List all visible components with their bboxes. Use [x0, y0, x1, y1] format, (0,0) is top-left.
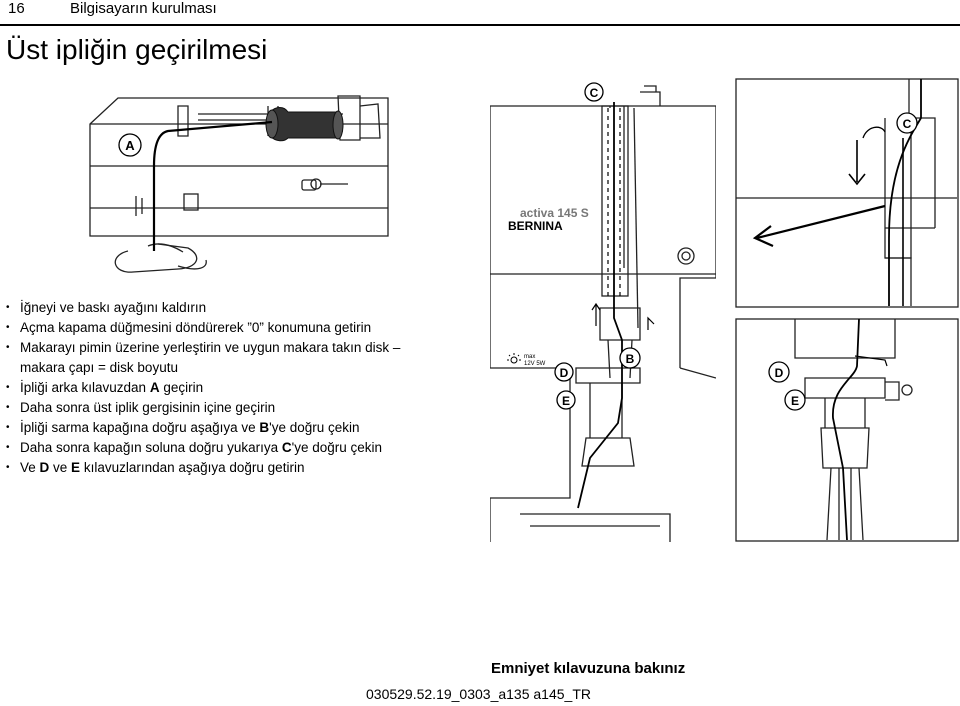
- step-text: makara çapı = disk boyutu: [20, 360, 178, 375]
- detail-label-e: E: [791, 394, 799, 408]
- label-d: D: [560, 366, 569, 380]
- step-item: İğneyi ve baskı ayağını kaldırın: [6, 298, 400, 318]
- step-text: Daha sonra kapağın soluna doğru yukarıya: [20, 440, 282, 455]
- running-title: Bilgisayarın kurulması: [70, 0, 217, 17]
- instruction-list: İğneyi ve baskı ayağını kaldırın Açma ka…: [6, 298, 400, 478]
- step-text: 'ye doğru çekin: [269, 420, 360, 435]
- step-text: kılavuzlarından aşağıya doğru getirin: [80, 460, 305, 475]
- label-e: E: [562, 394, 570, 408]
- label-a: A: [125, 138, 135, 153]
- step-item-continuation: makara çapı = disk boyutu: [6, 358, 400, 378]
- step-text: İğneyi ve baskı ayağını kaldırın: [20, 300, 207, 315]
- step-key-label: D: [39, 460, 50, 475]
- lamp-spec-power: 12V 5W: [524, 361, 546, 367]
- brand-name: BERNINA: [508, 219, 563, 233]
- step-key-label: E: [71, 460, 81, 475]
- step-text: Açma kapama düğmesini döndürerek ”0” kon…: [20, 320, 372, 335]
- step-key-label: A: [149, 380, 160, 395]
- step-item: Makarayı pimin üzerine yerleştirin ve uy…: [6, 338, 400, 358]
- step-text: 'ye doğru çekin: [291, 440, 383, 455]
- step-item: Daha sonra üst iplik gergisinin içine ge…: [6, 398, 400, 418]
- header-rule: [0, 24, 960, 26]
- detail-label-d: D: [775, 366, 784, 380]
- lamp-spec-max: max: [524, 354, 535, 360]
- step-text: Ve: [20, 460, 40, 475]
- page-number: 16: [8, 0, 25, 17]
- step-text: Daha sonra üst iplik gergisinin içine ge…: [20, 400, 276, 415]
- detail-label-c: C: [903, 117, 912, 131]
- step-text: İpliği sarma kapağına doğru aşağıya ve: [20, 420, 260, 435]
- step-text: ve: [49, 460, 72, 475]
- label-c: C: [590, 86, 599, 100]
- document-code: 030529.52.19_0303_a135 a145_TR: [366, 686, 591, 702]
- spool-illustration: A: [89, 95, 389, 273]
- step-item: İpliği sarma kapağına doğru aşağıya ve B…: [6, 418, 400, 438]
- safety-note: Emniyet kılavuzuna bakınız: [491, 660, 686, 677]
- page-title: Üst ipliğin geçirilmesi: [6, 34, 268, 65]
- step-key-label: C: [281, 440, 292, 455]
- step-item: Açma kapama düğmesini döndürerek ”0” kon…: [6, 318, 400, 338]
- step-text: geçirin: [159, 380, 204, 395]
- step-text: İpliği arka kılavuzdan: [20, 380, 150, 395]
- step-text: Makarayı pimin üzerine yerleştirin ve uy…: [20, 340, 401, 355]
- step-key-label: B: [259, 420, 270, 435]
- detail-guides-illustration: D E: [735, 318, 959, 542]
- step-item: Daha sonra kapağın soluna doğru yukarıya…: [6, 438, 400, 458]
- detail-take-up-illustration: C: [735, 78, 959, 308]
- model-name: activa 145 S: [520, 206, 589, 220]
- step-item: İpliği arka kılavuzdan A geçirin: [6, 378, 400, 398]
- step-item: Ve D ve E kılavuzlarından aşağıya doğru …: [6, 458, 400, 478]
- label-b: B: [626, 352, 635, 366]
- lamp-icon: [507, 353, 521, 364]
- machine-front-illustration: activa 145 S BERNINA max 12V 5W C B D E: [490, 82, 716, 542]
